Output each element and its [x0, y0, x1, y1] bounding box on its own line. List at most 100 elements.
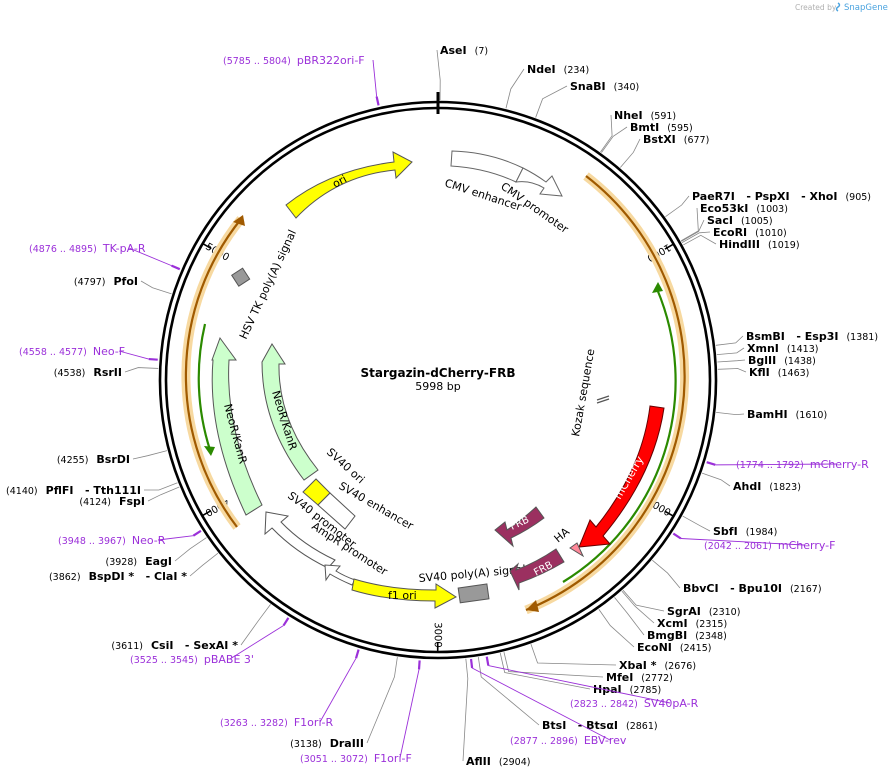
primer-label[interactable]: (4876 .. 4895)TK-pA-R	[29, 242, 146, 255]
site-name: SacI	[707, 214, 733, 227]
site-name: BspDI * - ClaI *	[89, 570, 188, 583]
primer-mark	[171, 264, 181, 271]
restriction-site[interactable]: SnaBI(340)	[570, 80, 639, 93]
primer-label[interactable]: (3051 .. 3072)F1ori-F	[300, 752, 412, 765]
restriction-site[interactable]: BsmBI - Esp3I(1381)	[746, 330, 878, 343]
restriction-site[interactable]: BmtI(595)	[630, 121, 693, 134]
restriction-site[interactable]: AseI(7)	[440, 44, 488, 57]
site-leader-line	[140, 280, 172, 295]
primer-label[interactable]: (4558 .. 4577)Neo-F	[19, 345, 125, 358]
restriction-site[interactable]: (3862) BspDI * - ClaI *	[49, 570, 187, 583]
site-name: RsrII	[93, 366, 122, 379]
orf-outer-right	[524, 172, 690, 615]
primer-mark	[469, 658, 474, 669]
site-position: (3862)	[49, 572, 81, 583]
restriction-site[interactable]: EcoRI(1010)	[713, 226, 787, 239]
primer-label[interactable]: (3948 .. 3967)Neo-R	[58, 534, 166, 547]
orf-outer-left	[181, 215, 245, 530]
restriction-site[interactable]: BmgBI(2348)	[647, 629, 727, 642]
site-position: (3138)	[290, 739, 322, 750]
site-name: SnaBI	[570, 80, 606, 93]
restriction-site[interactable]: (3611)CsiI - SexAI *	[111, 639, 238, 652]
primer-name: TK-pA-R	[102, 242, 146, 255]
plasmid-name: Stargazin-dCherry-FRB	[360, 366, 515, 380]
site-leader-line	[143, 482, 178, 491]
restriction-site[interactable]: BglII(1438)	[748, 354, 816, 367]
restriction-site[interactable]: BamHI(1610)	[747, 408, 827, 421]
primer-label[interactable]: (1774 .. 1792)mCherry-R	[736, 458, 869, 471]
orf-green-right	[562, 282, 677, 583]
restriction-site[interactable]: (4538)RsrII	[54, 366, 122, 379]
primer-label[interactable]: (3525 .. 3545)pBABE 3'	[130, 653, 254, 666]
site-leader-line	[598, 608, 635, 648]
restriction-site[interactable]: XbaI *(2676)	[619, 659, 696, 672]
primer-name: F1ori-F	[374, 752, 412, 765]
primer-leader-line	[399, 669, 420, 759]
restriction-site[interactable]: BtsI - BtsαI(2861)	[542, 719, 658, 732]
restriction-site[interactable]: (4124)FspI	[79, 495, 145, 508]
primer-leader-line	[128, 247, 172, 267]
restriction-site[interactable]: (4797)PfoI	[74, 275, 138, 288]
restriction-site[interactable]: NdeI(234)	[527, 63, 589, 76]
site-leader-line	[174, 537, 207, 562]
restriction-site[interactable]: SacI (1005)	[707, 214, 773, 227]
plasmid-size: 5998 bp	[415, 380, 460, 393]
frb1-feature: FRB	[494, 506, 545, 548]
hsv-tk-label: HSV TK poly(A) signal	[237, 228, 299, 341]
restriction-site[interactable]: NheI(591)	[614, 109, 676, 122]
site-name: XbaI *	[619, 659, 657, 672]
restriction-site[interactable]: AflII(2904)	[466, 755, 530, 768]
site-name: BsrDI	[96, 453, 130, 466]
mcherry-feature: mCherry	[578, 405, 665, 548]
site-leader-line	[620, 138, 641, 168]
restriction-site[interactable]: SgrAI(2310)	[667, 605, 740, 618]
primer-range: (4558 .. 4577)	[19, 347, 87, 358]
primer-mark	[672, 532, 682, 540]
restriction-site[interactable]: HindIII(1019)	[719, 238, 800, 251]
site-name: BglII	[748, 354, 776, 367]
restriction-site[interactable]: XcmI(2315)	[657, 617, 727, 630]
credit-text: Created by	[795, 3, 837, 12]
site-position: (3928)	[106, 557, 138, 568]
site-name: KflI	[749, 366, 770, 379]
site-name: PfoI	[114, 275, 139, 288]
primer-range: (3525 .. 3545)	[130, 655, 198, 666]
restriction-site[interactable]: SbfI(1984)	[713, 525, 777, 538]
primer-label[interactable]: (2823 .. 2842)SV40pA-R	[570, 697, 699, 710]
restriction-site[interactable]: EcoNI(2415)	[637, 641, 711, 654]
site-name: EagI	[145, 555, 172, 568]
restriction-site[interactable]: KflI(1463)	[749, 366, 809, 379]
site-leader-line	[701, 472, 731, 487]
site-position: (1005)	[741, 216, 773, 227]
site-name: FspI	[119, 495, 145, 508]
restriction-site[interactable]: Eco53kI(1003)	[700, 202, 788, 215]
primer-mark	[282, 617, 290, 627]
site-name: BstXI	[643, 133, 676, 146]
restriction-site[interactable]: HpaI(2785)	[593, 683, 661, 696]
primer-mark	[417, 660, 421, 670]
primer-label[interactable]: (3263 .. 3282)F1ori-R	[220, 716, 333, 729]
restriction-site[interactable]: MfeI(2772)	[606, 671, 673, 684]
restriction-site[interactable]: (4140)PflFI - Tth111I	[6, 484, 141, 497]
snapgene-logo-icon	[835, 2, 841, 12]
site-name: EcoNI	[637, 641, 672, 654]
site-position: (2904)	[499, 757, 531, 768]
restriction-site[interactable]: BstXI(677)	[643, 133, 709, 146]
primer-label[interactable]: (2042 .. 2061)mCherry-F	[704, 539, 835, 552]
site-position: (234)	[564, 65, 590, 76]
restriction-site[interactable]: PaeR7I - PspXI - XhoI(905)	[692, 190, 871, 203]
site-leader-line	[717, 368, 747, 373]
restriction-site[interactable]: AhdI(1823)	[733, 480, 801, 493]
primer-label[interactable]: (5785 .. 5804)pBR322ori-F	[223, 54, 365, 67]
primer-label[interactable]: (2877 .. 2896)EBV-rev	[510, 734, 627, 747]
site-name: SbfI	[713, 525, 738, 538]
site-position: (2861)	[626, 721, 658, 732]
restriction-site[interactable]: (3928) EagI	[106, 555, 173, 568]
brand-text: SnapGene	[844, 3, 888, 13]
restriction-site[interactable]: XmnI(1413)	[747, 342, 818, 355]
restriction-site[interactable]: (4255)BsrDI	[57, 453, 130, 466]
restriction-site[interactable]: (3138)DraIII	[290, 737, 364, 750]
restriction-site[interactable]: BbvCI - Bpu10I(2167)	[683, 582, 822, 595]
site-name: PflFI - Tth111I	[46, 484, 141, 497]
